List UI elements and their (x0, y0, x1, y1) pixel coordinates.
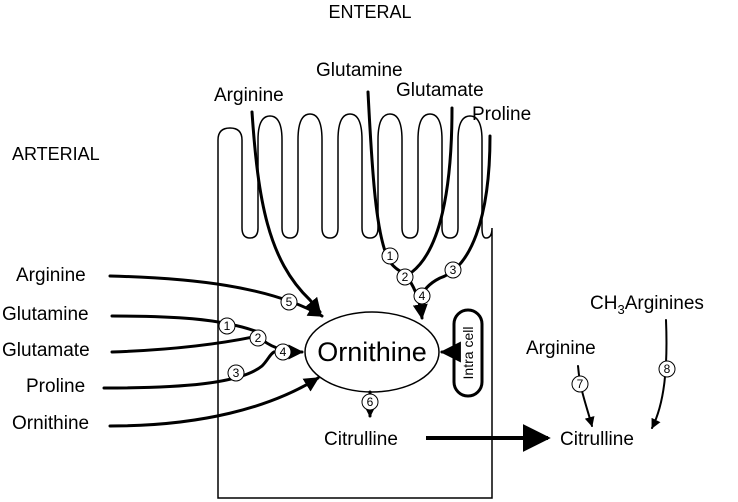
arterial-glutamate-label: Glutamate (2, 340, 90, 361)
arterial-ornithine-pathway (108, 376, 320, 428)
enteral-glutamate-pathway (410, 106, 454, 274)
enterocyte-outline (217, 113, 493, 499)
enteral-glutamine-pathway (366, 90, 408, 276)
svg-text:1: 1 (387, 249, 394, 263)
enteral-arginine-label: Arginine (214, 85, 284, 106)
svg-text:8: 8 (664, 362, 671, 376)
arterial-ornithine-label: Ornithine (12, 413, 89, 434)
step-marker: 2 (396, 268, 414, 286)
ch3-arginines-suffix: Arginines (625, 293, 704, 314)
step-marker: 2 (249, 329, 267, 347)
svg-text:1: 1 (224, 319, 231, 333)
step-marker: 8 (658, 360, 676, 378)
intra-cell-label: Intra cell (460, 327, 476, 380)
ornithine-label: Ornithine (317, 337, 427, 367)
svg-text:5: 5 (286, 295, 293, 309)
enteral-glutamate-label: Glutamate (396, 80, 484, 101)
svg-text:4: 4 (419, 289, 426, 303)
step-marker: 3 (227, 364, 245, 382)
enteral-arginine-pathway (250, 110, 322, 314)
citrulline-plasma-label: Citrulline (560, 429, 634, 450)
enteral-glutamine-label: Glutamine (316, 60, 403, 81)
svg-text:2: 2 (402, 270, 409, 284)
step-marker: 4 (274, 343, 292, 361)
enteral-label: ENTERAL (328, 2, 411, 22)
enteral-proline-label: Proline (472, 104, 531, 125)
arterial-arginine-label: Arginine (16, 265, 86, 286)
step-marker: 7 (571, 375, 589, 393)
arterial-label: ARTERIAL (12, 144, 100, 164)
ch3-arginines-to-citrulline-pathway (651, 319, 668, 429)
arterial-glutamine-pathway (110, 314, 260, 334)
step-marker: 4 (413, 287, 431, 305)
citrulline-cell-label: Citrulline (324, 429, 398, 450)
arterial-proline-label: Proline (26, 376, 85, 397)
svg-text:6: 6 (367, 395, 374, 409)
ornithine-pool (304, 311, 440, 393)
svg-text:3: 3 (450, 263, 457, 277)
arterial-glutamate-pathway (110, 334, 260, 354)
step-marker: 6 (361, 393, 379, 411)
ch3-subscript: 3 (617, 302, 624, 317)
svg-text:7: 7 (577, 377, 584, 391)
step-marker: 3 (444, 261, 462, 279)
step-marker: 5 (280, 293, 298, 311)
step-marker: 1 (381, 247, 399, 265)
svg-text:3: 3 (233, 366, 240, 380)
arterial-arginine-pathway (108, 274, 324, 318)
svg-text:2: 2 (255, 331, 262, 345)
arterial-glutamine-label: Glutamine (2, 304, 89, 325)
arginine-to-citrulline-pathway (577, 365, 595, 427)
step-marker: 1 (218, 317, 236, 335)
outside-arginine-label: Arginine (526, 338, 596, 359)
arterial-proline-pathway (102, 350, 276, 390)
svg-text:4: 4 (280, 345, 287, 359)
ch3-arginines-label: CH3Arginines (590, 293, 704, 317)
